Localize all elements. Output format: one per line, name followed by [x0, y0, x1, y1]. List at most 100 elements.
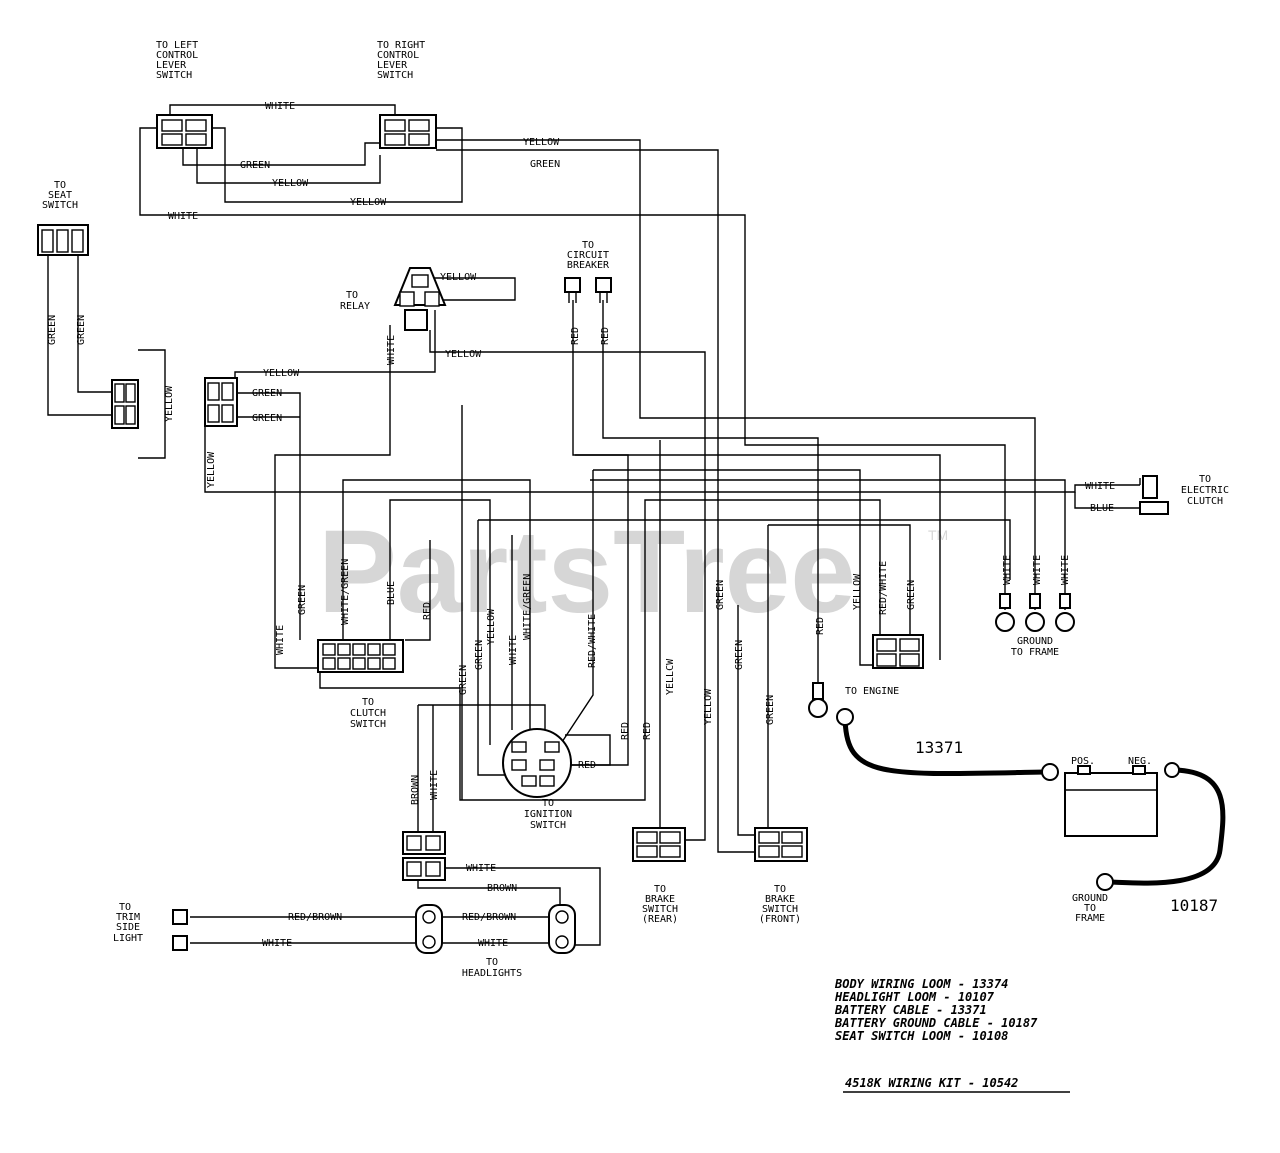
- battery-cable-part-number: 13371: [915, 738, 963, 757]
- seat-switch-label-1: TO: [54, 180, 66, 191]
- wire-label: WHITE: [1085, 481, 1115, 492]
- seat-switch-label-2: SEAT: [48, 190, 72, 201]
- watermark: PartsTree: [318, 506, 856, 638]
- wire-label: BLUE: [1090, 503, 1114, 514]
- wire-label: WHITE: [262, 938, 292, 949]
- wire-label: RED: [422, 602, 433, 620]
- engine-terminal: [808, 682, 828, 718]
- wire-label: WHITE/GREEN: [340, 559, 351, 625]
- ground-frame-label-2: TO FRAME: [1011, 647, 1059, 658]
- battery: [1064, 765, 1158, 837]
- wire-label: RED/BROWN: [462, 912, 516, 923]
- seat-switch-connector: [37, 224, 89, 256]
- brake-rear-label-4: (REAR): [642, 914, 678, 925]
- headlight-loom-connectors: [402, 831, 446, 881]
- wire-label: YELLOW: [445, 349, 482, 360]
- headlights-label-1: TO: [486, 957, 498, 968]
- brake-rear-label-2: BRAKE: [645, 894, 675, 905]
- kit-title: 4518K WIRING KIT - 10542: [845, 1076, 1018, 1090]
- wire-label: RED: [600, 327, 611, 345]
- headlight-sockets: [415, 904, 576, 954]
- left-lever-label-1: TO LEFT: [156, 40, 198, 51]
- wire-label: GREEN: [530, 159, 560, 170]
- brake-rear-label-1: TO: [654, 884, 666, 895]
- circuit-breaker-label-3: BREAKER: [567, 260, 610, 271]
- wire-label: GREEN: [715, 580, 726, 610]
- wire-label: YELLOW: [206, 451, 217, 488]
- circuit-breaker-label-1: TO: [582, 240, 594, 251]
- component-labels: TO LEFT CONTROL LEVER SWITCH TO RIGHT CO…: [42, 40, 1229, 979]
- wire-label: RED: [642, 722, 653, 740]
- wire-label: RED: [815, 617, 826, 635]
- battery-pos-label: POS.: [1071, 756, 1095, 767]
- circuit-breaker-label-2: CIRCUIT: [567, 250, 609, 261]
- wire-label: GREEN: [474, 640, 485, 670]
- wire-label: RED: [570, 327, 581, 345]
- wire-label: BROWN: [487, 883, 517, 894]
- engine-side-connector: [872, 634, 924, 669]
- ground-to-frame-eyelets: [995, 580, 1075, 632]
- left-mid-connector: [204, 377, 238, 427]
- seat-switch-label-3: SWITCH: [42, 200, 78, 211]
- watermark-tm: TM: [928, 527, 948, 543]
- wires: [47, 104, 1141, 946]
- brake-rear-label-3: SWITCH: [642, 904, 678, 915]
- wire-label: WHITE: [386, 335, 397, 365]
- clutch-switch-label-1: TO: [362, 697, 374, 708]
- right-lever-label-3: LEVER: [377, 60, 408, 71]
- legend-item: BATTERY GROUND CABLE - 10187: [834, 1016, 1038, 1030]
- relay-label-1: TO: [346, 290, 358, 301]
- wire-label: YELLOW: [350, 197, 387, 208]
- seat-loom-connector: [111, 379, 139, 429]
- wire-label: WHITE: [275, 625, 286, 655]
- electric-clutch-label-2: ELECTRIC: [1181, 485, 1229, 496]
- battery-neg-label: NEG.: [1128, 756, 1152, 767]
- brake-front-label-2: BRAKE: [765, 894, 795, 905]
- relay-label-2: RELAY: [340, 301, 370, 312]
- wire-label: YELLOW: [263, 368, 300, 379]
- wire-label: GREEN: [734, 640, 745, 670]
- wire-label: GREEN: [240, 160, 270, 171]
- relay-connector: [393, 267, 447, 331]
- wire-label: GREEN: [458, 665, 469, 695]
- ignition-switch-connector: [502, 728, 572, 798]
- wire-label: RED/WHITE: [587, 614, 598, 668]
- wire-label: YELLOW: [272, 178, 309, 189]
- circuit-breaker-terminals: [564, 277, 612, 303]
- wire-label: RED/BROWN: [288, 912, 342, 923]
- wire-label: RED: [620, 722, 631, 740]
- legend-item: BODY WIRING LOOM - 13374: [834, 977, 1008, 991]
- wire-label: GREEN: [765, 695, 776, 725]
- right-control-lever-connector: [379, 114, 437, 149]
- brake-front-label-3: SWITCH: [762, 904, 798, 915]
- wire-label: RED/WHITE: [878, 561, 889, 615]
- wire-label: WHITE: [508, 635, 519, 665]
- ignition-label-3: SWITCH: [530, 820, 566, 831]
- headlights-label-2: HEADLIGHTS: [462, 968, 522, 979]
- wire-label: YELLOW: [164, 385, 175, 422]
- electric-clutch-label-1: TO: [1199, 474, 1211, 485]
- engine-label: TO ENGINE: [845, 686, 899, 697]
- wire-label: YELLOW: [703, 688, 714, 725]
- trim-light-label-1: TO: [119, 902, 131, 913]
- wire-label: YELLOW: [852, 573, 863, 610]
- legend: BODY WIRING LOOM - 13374 HEADLIGHT LOOM …: [834, 977, 1070, 1093]
- trim-light-label-4: LIGHT: [113, 933, 143, 944]
- wire-labels-horizontal: WHITE YELLOW GREEN GREEN YELLOW YELLOW W…: [168, 101, 1115, 949]
- wire-label: WHITE: [265, 101, 295, 112]
- legend-item: HEADLIGHT LOOM - 10107: [834, 990, 995, 1004]
- wire-labels-vertical: GREEN GREEN YELLOW WHITE YELLOW RED RED …: [47, 315, 1071, 805]
- battery-ground-label-1: GROUND: [1072, 893, 1108, 904]
- wire-label: GREEN: [906, 580, 917, 610]
- wire-label: RED: [578, 760, 596, 771]
- ground-frame-label-1: GROUND: [1017, 636, 1053, 647]
- wire-label: WHITE: [168, 211, 198, 222]
- wire-label: BROWN: [410, 775, 421, 805]
- wire-label: GREEN: [47, 315, 58, 345]
- wire-label: GREEN: [252, 413, 282, 424]
- brake-front-label-4: (FRONT): [759, 914, 801, 925]
- wire-label: WHITE: [429, 770, 440, 800]
- electric-clutch-label-3: CLUTCH: [1187, 496, 1223, 507]
